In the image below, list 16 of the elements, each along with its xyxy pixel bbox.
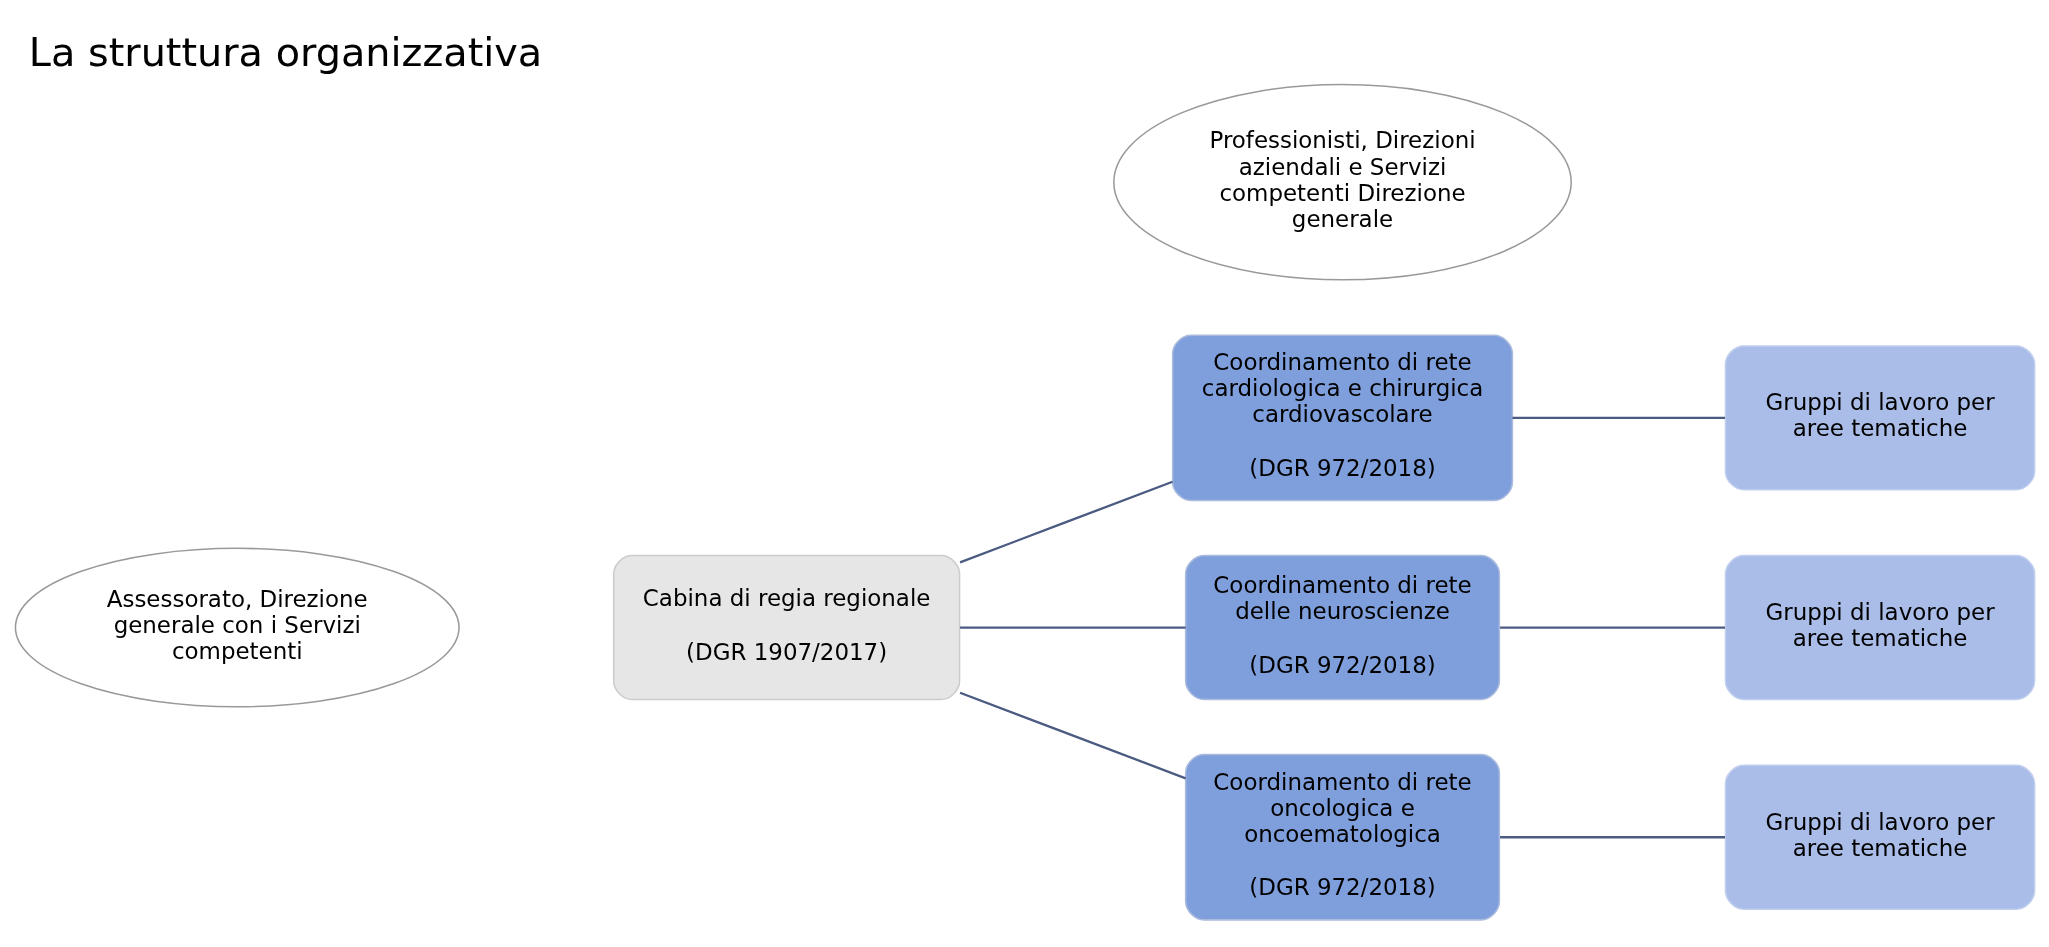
diagram-title: La struttura organizzativa <box>28 28 542 75</box>
connector <box>959 625 1186 629</box>
node-box: Coordinamento di rete oncologica e oncoematologica (DGR 972/2018) <box>1184 753 1500 921</box>
node-box: Gruppi di lavoro per aree tematiche <box>1724 764 2035 910</box>
connector <box>1511 416 1725 419</box>
connector <box>1499 625 1725 629</box>
node-box: Gruppi di lavoro per aree tematiche <box>1724 554 2035 700</box>
node-ellipse: Assessorato, Direzione generale con i Servizi competenti <box>14 547 460 707</box>
node-box: Coordinamento di rete cardiologica e chirurgica cardiovascolare (DGR 972/2018) <box>1171 333 1513 501</box>
connector <box>959 480 1173 563</box>
node-box: Cabina di regia regionale (DGR 1907/2017) <box>612 554 960 700</box>
connector <box>1499 835 1725 838</box>
connector <box>959 691 1186 779</box>
node-ellipse: Professionisti, Direzioni aziendali e Servizi competenti Direzione generale <box>1112 83 1572 281</box>
node-box: Coordinamento di rete delle neuroscienze (DGR 972/2018) <box>1184 554 1500 700</box>
node-box: Gruppi di lavoro per aree tematiche <box>1724 344 2035 491</box>
